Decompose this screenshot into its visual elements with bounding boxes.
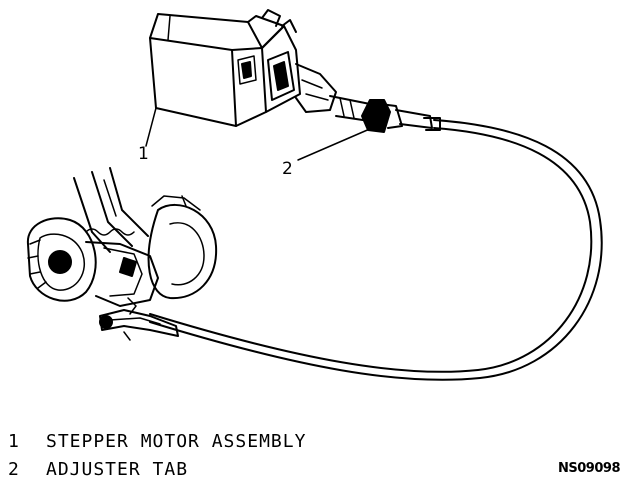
callout-2: 2 (282, 159, 293, 179)
legend-label: STEPPER MOTOR ASSEMBLY (46, 431, 307, 452)
legend-row: 1 STEPPER MOTOR ASSEMBLY (8, 428, 306, 456)
cable (149, 119, 603, 381)
stepper-motor-assembly (149, 9, 377, 127)
legend-row: 2 ADJUSTER TAB (8, 456, 306, 484)
leader-line-1 (145, 107, 157, 147)
figure-code: NS09098 (558, 461, 620, 476)
adjuster-tab (361, 99, 441, 133)
legend: 1 STEPPER MOTOR ASSEMBLY 2 ADJUSTER TAB (8, 428, 306, 484)
throttle-linkage-assembly (26, 167, 218, 341)
legend-number: 2 (8, 459, 20, 480)
callout-1: 1 (138, 144, 149, 164)
legend-number: 1 (8, 431, 20, 452)
legend-label: ADJUSTER TAB (46, 459, 189, 480)
leader-line-2 (297, 127, 373, 161)
